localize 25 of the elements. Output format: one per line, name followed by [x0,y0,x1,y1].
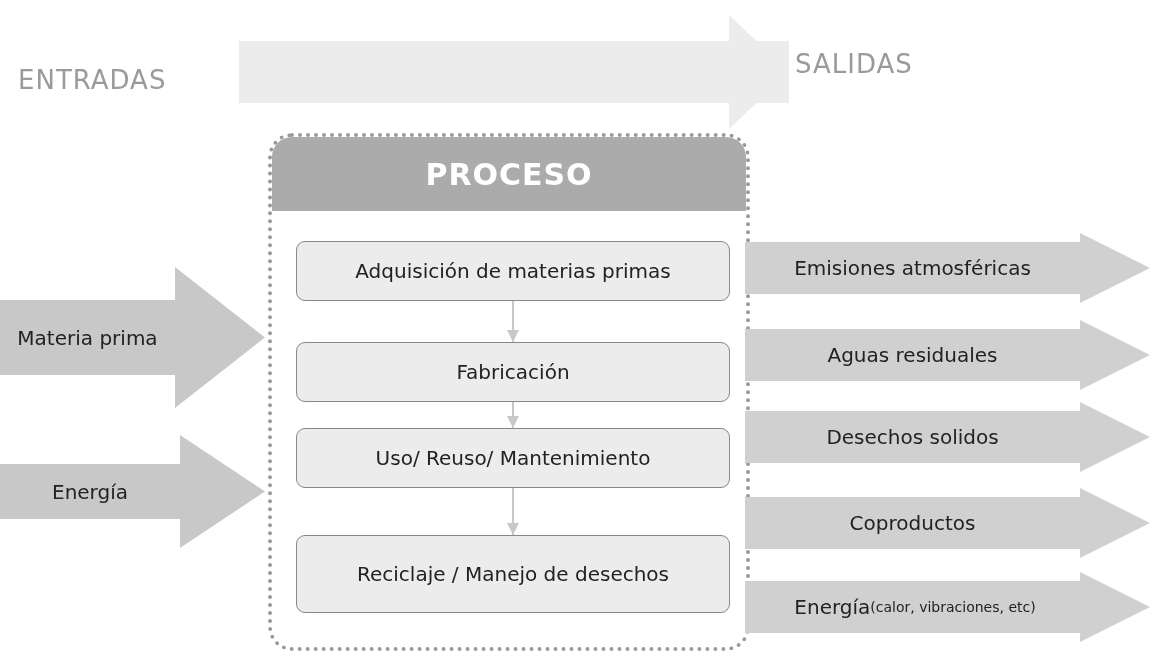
input-flow-banner [0,267,265,408]
output-flow-banner [745,320,1150,390]
arrow-label: Emisiones atmosféricas [793,255,1032,282]
output-flow-banner [745,572,1150,642]
process-header: PROCESO [272,137,746,211]
heading-text: SALIDAS [795,44,955,84]
output-flow-banner [745,402,1150,472]
arrow-label: Energía [51,478,129,506]
arrow-label: Energía(calor, vibraciones, etc) [793,594,1037,621]
arrow [507,300,519,343]
arrow [507,487,519,536]
arrow-label: Coproductos [848,510,977,537]
process-step-box: Uso/ Reuso/ Mantenimiento [296,428,730,488]
arrow [507,401,519,429]
output-flow-banner [745,488,1150,558]
input-flow-banner [0,435,265,548]
process-step-box: Adquisición de materias primas [296,241,730,301]
process-container [268,133,750,651]
process-step-box: Reciclaje / Manejo de desechos [296,535,730,613]
arrow-label: Materia prima [16,324,159,352]
heading-text: ENTRADAS [18,60,233,100]
output-flow-banner [745,233,1150,303]
arrow-label: Desechos solidos [825,424,1000,451]
process-step-box: Fabricación [296,342,730,402]
arrow-label: Aguas residuales [826,342,999,369]
